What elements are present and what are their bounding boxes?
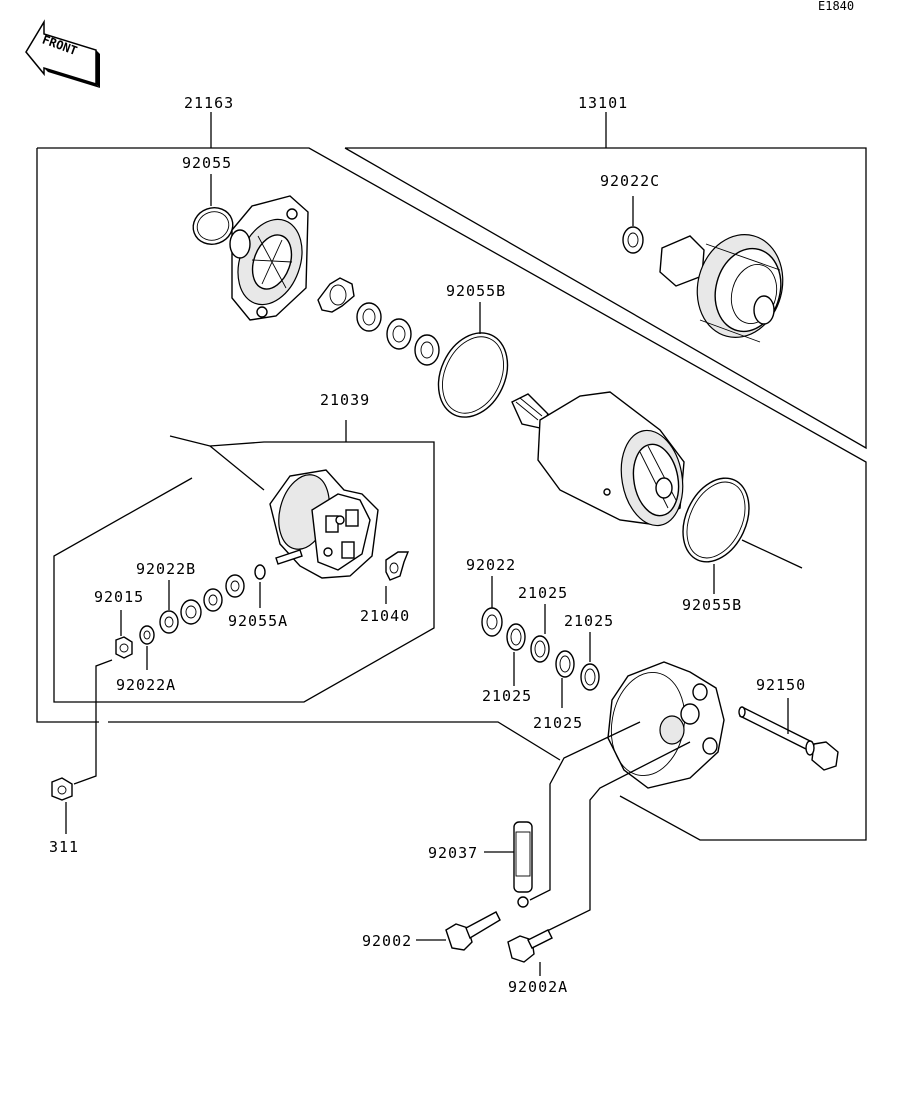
label-92037: 92037 — [428, 844, 478, 862]
terminal-21040 — [385, 551, 410, 581]
assembly-outline-13101 — [344, 112, 867, 450]
bearing-retainer — [317, 277, 355, 313]
shim-21025-a — [506, 623, 526, 651]
label-21039: 21039 — [320, 391, 370, 409]
label-92150: 92150 — [756, 676, 806, 694]
washer-flat — [180, 599, 202, 625]
o-ring-92055b-top — [437, 332, 509, 418]
label-92015: 92015 — [94, 588, 144, 606]
o-ring-92055 — [192, 207, 234, 245]
rear-cover — [607, 661, 725, 789]
label-92002: 92002 — [362, 932, 412, 950]
label-311: 311 — [49, 838, 79, 856]
strap-92037 — [513, 821, 533, 908]
washer-insulator-a — [203, 588, 223, 612]
assembly-outline-21163 — [36, 112, 867, 841]
label-21040: 21040 — [360, 607, 410, 625]
nut-92015 — [115, 636, 133, 659]
label-21025-d: 21025 — [533, 714, 583, 732]
washer-92022a — [139, 625, 155, 645]
label-92055: 92055 — [182, 154, 232, 172]
shim-21025-d — [580, 663, 600, 691]
assembly-outline-21039 — [53, 420, 435, 703]
washer-c — [414, 334, 440, 366]
washer-a — [356, 302, 382, 332]
shim-21025-c — [555, 650, 575, 678]
label-92055b-bottom: 92055B — [682, 596, 742, 614]
washer-92022 — [481, 607, 503, 637]
o-ring-92055b-bottom — [682, 477, 750, 563]
label-21025-c: 21025 — [482, 687, 532, 705]
bolt-92150 — [738, 706, 839, 771]
bolt-92002a — [507, 929, 553, 963]
shim-21025-b — [530, 635, 550, 663]
label-92002a: 92002A — [508, 978, 568, 996]
label-21025-b: 21025 — [564, 612, 614, 630]
label-92022c: 92022C — [600, 172, 660, 190]
label-13101: 13101 — [578, 94, 628, 112]
label-92022b: 92022B — [136, 560, 196, 578]
washer-insulator-b — [225, 574, 245, 598]
label-92022a: 92022A — [116, 676, 176, 694]
washer-b — [386, 318, 412, 350]
bolt-92002 — [445, 911, 501, 951]
nut-311 — [51, 777, 73, 801]
brush-holder — [269, 469, 379, 579]
front-cover — [229, 195, 309, 321]
label-92055b-top: 92055B — [446, 282, 506, 300]
washer-92022c — [622, 226, 644, 254]
label-92022: 92022 — [466, 556, 516, 574]
label-21163: 21163 — [184, 94, 234, 112]
o-ring-92055a — [254, 564, 266, 580]
diagram-code: E1840 — [818, 0, 854, 13]
label-92055a: 92055A — [228, 612, 288, 630]
label-21025-a: 21025 — [518, 584, 568, 602]
front-arrow-icon: FRONT — [25, 19, 100, 88]
motor-body — [511, 391, 685, 527]
starter-gear — [659, 234, 784, 343]
washer-92022b — [159, 610, 179, 634]
